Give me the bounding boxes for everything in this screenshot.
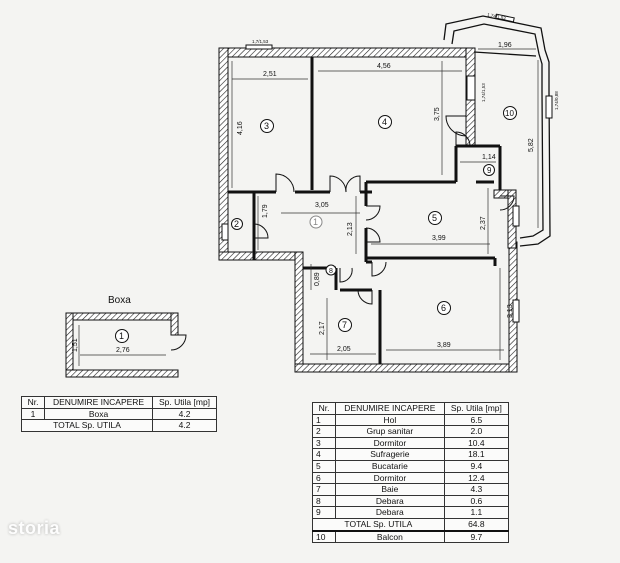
boxa-dim-h: 1,51: [72, 338, 79, 352]
svg-text:7: 7: [342, 320, 347, 330]
dim-bath-h: 2,17: [319, 321, 326, 335]
dim-balcony-v: 5,82: [528, 138, 535, 152]
svg-text:2: 2: [234, 219, 239, 229]
doors: [170, 115, 515, 351]
dim-kitchen-w: 3,99: [432, 235, 446, 242]
svg-text:1: 1: [313, 217, 318, 227]
boxa-area-table: Nr. DENUMIRE INCAPERE Sp. Utila [mp] 1 B…: [20, 396, 217, 432]
col-header-nr: Nr.: [21, 396, 45, 409]
room-marker-5: [428, 211, 442, 225]
room-marker-4: [378, 115, 392, 129]
svg-text:1: 1: [119, 331, 124, 341]
room-marker-9: [483, 164, 495, 176]
col-header-area: Sp. Utila [mp]: [443, 402, 510, 415]
col-header-area: Sp. Utila [mp]: [152, 396, 217, 409]
dim-debara-h: 0,89: [314, 272, 321, 286]
room-markers: [115, 106, 517, 343]
room-marker-3: [260, 119, 274, 133]
svg-text:4: 4: [382, 117, 387, 127]
dim-bed6-w: 3,89: [437, 342, 451, 349]
table-header-row: Nr. DENUMIRE INCAPERE Sp. Utila [mp]: [21, 396, 217, 409]
boxa-title: Boxa: [108, 295, 131, 306]
dim-hall-w: 3,05: [315, 202, 329, 209]
floor-plan: 2,51 4,56 1,96 4,16 3,75 5,82 1,14 3,05 …: [65, 12, 559, 378]
room-marker-8: [325, 264, 337, 276]
dimension-lines: [78, 48, 539, 366]
svg-text:6: 6: [441, 303, 446, 313]
col-header-name: DENUMIRE INCAPERE: [43, 396, 154, 409]
dim-hall-h: 2,13: [347, 222, 354, 236]
svg-text:3: 3: [264, 121, 269, 131]
dim-kitchen-h: 2,37: [480, 216, 487, 230]
table-row-balcony: 10 Balcon 9.7: [312, 529, 510, 544]
dim-window-a: 1,7/1,53: [252, 39, 269, 44]
room-marker-2: [231, 218, 243, 230]
table-total-row: TOTAL Sp. UTILA 64.8: [312, 517, 510, 532]
dim-mid-v: 3,75: [434, 107, 441, 121]
dim-left-v: 4,16: [237, 121, 244, 135]
dim-top-mid: 4,56: [377, 63, 391, 70]
svg-text:5: 5: [432, 213, 437, 223]
watermark-logo: storia: [8, 518, 61, 538]
dimension-labels: 2,51 4,56 1,96 4,16 3,75 5,82 1,14 3,05 …: [237, 12, 559, 353]
dim-window-b: 1,74/1,53: [487, 12, 507, 21]
boxa-dim-w: 2,76: [116, 347, 130, 354]
table-row: 1 Boxa 4.2: [21, 407, 217, 421]
room-numbers: 1 2 3 4 5 6 7 8 9 10 1: [119, 109, 514, 341]
dim-wc-h: 1,79: [262, 204, 269, 218]
balcony-outline: [443, 15, 551, 247]
dim-window-d: 1,74/0,88: [554, 91, 559, 110]
room-marker-6: [437, 301, 451, 315]
col-header-nr: Nr.: [312, 402, 336, 415]
svg-text:9: 9: [487, 166, 492, 175]
exterior-walls: [65, 47, 518, 378]
dim-top-left: 2,51: [263, 71, 277, 78]
table-total-row: TOTAL Sp. UTILA 4.2: [20, 419, 217, 432]
dim-balcony-top: 1,96: [498, 42, 512, 49]
table-header-row: Nr. DENUMIRE INCAPERE Sp. Utila [mp]: [312, 402, 510, 415]
room-marker-7: [338, 318, 352, 332]
svg-text:10: 10: [505, 109, 514, 118]
interior-walls: [228, 57, 502, 364]
col-header-name: DENUMIRE INCAPERE: [335, 402, 445, 415]
dim-small-w: 1,14: [482, 154, 496, 161]
room-marker-1: [309, 215, 323, 229]
dim-window-c: 1,74/1,53: [481, 83, 486, 102]
dim-bed6-h: 3,13: [507, 304, 514, 318]
boxa-room-marker: [115, 329, 129, 343]
svg-text:8: 8: [329, 268, 333, 275]
windows: [221, 13, 553, 323]
room-marker-10: [503, 106, 517, 120]
dim-bath-w: 2,05: [337, 346, 351, 353]
